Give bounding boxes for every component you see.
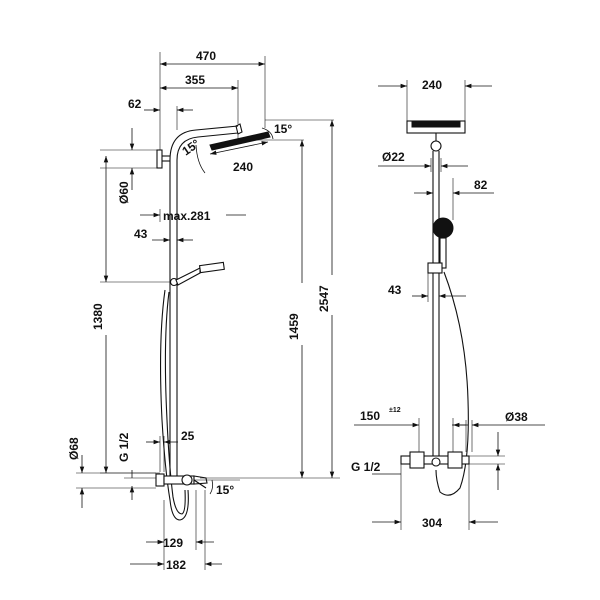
dim-1459: 1459	[287, 313, 301, 340]
riser-pipe	[169, 125, 239, 478]
dim-355: 355	[185, 73, 205, 87]
wall-bracket	[156, 149, 170, 169]
dim-150: 150	[360, 409, 380, 423]
dim-129: 129	[163, 536, 183, 550]
angle-spout: 15°	[216, 483, 234, 497]
dim-25: 25	[181, 429, 195, 443]
side-view: 240 Ø22 82 43 150 ±12 Ø38	[351, 78, 545, 530]
arm-joint	[430, 140, 442, 152]
overhead-shower-side	[406, 120, 466, 142]
shower-hose	[160, 289, 189, 521]
thermostat-mixer	[155, 473, 208, 489]
dim-dia-68: Ø68	[67, 437, 81, 460]
thread-g-half-side: G 1/2	[351, 460, 381, 474]
dim-62: 62	[128, 97, 142, 111]
dim-43-side: 43	[388, 283, 402, 297]
dim-max-281: max.281	[163, 209, 211, 223]
hand-shower	[169, 261, 225, 287]
dim-dia-22: Ø22	[382, 150, 405, 164]
hand-shower-side	[427, 217, 454, 274]
tol-150: ±12	[389, 407, 401, 414]
front-view: 470 355 62 240 15° 15° Ø60 max.281 43	[67, 49, 340, 572]
dim-head-240: 240	[233, 160, 253, 174]
thermostat-side	[400, 451, 470, 469]
dim-182: 182	[166, 558, 186, 572]
thread-g-half-front: G 1/2	[117, 432, 131, 462]
dim-240-side: 240	[422, 78, 442, 92]
dim-304: 304	[422, 516, 442, 530]
angle-head-right: 15°	[274, 122, 292, 136]
riser-pipe-side	[432, 151, 440, 458]
angle-head-left: 15°	[179, 136, 202, 158]
dim-470: 470	[196, 49, 216, 63]
dim-43-front: 43	[134, 227, 148, 241]
dim-dia-60: Ø60	[117, 181, 131, 204]
dim-82: 82	[474, 178, 488, 192]
hose-side	[435, 271, 469, 496]
dim-dia-38: Ø38	[505, 410, 528, 424]
dim-1380: 1380	[91, 303, 105, 330]
dim-2547: 2547	[317, 285, 331, 312]
